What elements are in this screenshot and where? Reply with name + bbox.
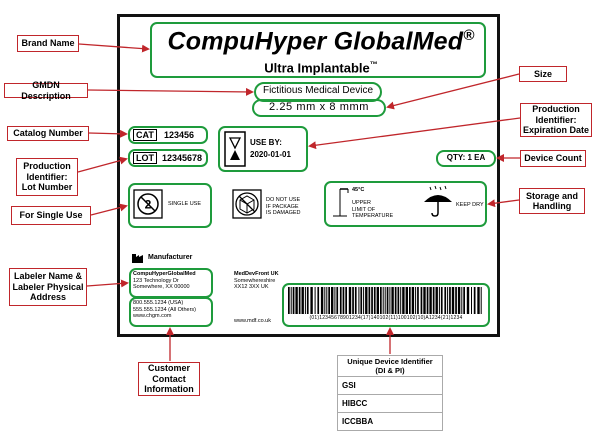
device-size: 2.25 mm x 8 mmm <box>268 101 370 113</box>
qty-highlight <box>436 150 496 167</box>
expiration-highlight <box>218 126 308 172</box>
device-quantity: QTY: 1 EA <box>446 153 486 162</box>
single-use-text: SINGLE USE <box>168 201 202 207</box>
size-highlight <box>252 99 386 117</box>
temperature-limit-icon <box>333 188 349 217</box>
damaged-package-text: DO NOT USE IF PACKAGE IS DAMAGED <box>266 197 301 217</box>
udi-title: Unique Device Identifier(DI & PI) <box>337 355 443 377</box>
udi-row-iccbba: ICCBBA <box>337 413 443 431</box>
callout-gmdn: GMDN Description <box>4 80 88 101</box>
callout-single-use: For Single Use <box>11 206 91 225</box>
labeler-address: CompuHyperGlobalMed 123 Technology Dr So… <box>133 271 196 291</box>
barcode-highlight <box>282 283 490 327</box>
umbrella-icon <box>424 185 452 217</box>
eu-representative: MedDevFront UK Somewhereshire XX12 3XX U… <box>234 271 279 291</box>
udi-row-gsi: GSI <box>337 377 443 395</box>
brand-highlight <box>150 22 486 78</box>
callout-brand-name: Brand Name <box>17 35 79 52</box>
use-by-date: 2020-01-01 <box>250 150 291 159</box>
contact-highlight <box>129 297 213 327</box>
lot-number: 12345678 <box>162 153 203 163</box>
description-highlight <box>254 82 382 102</box>
temperature-text: UPPER LIMIT OF TEMPERATURE <box>352 200 394 220</box>
manufacturer-title: Manufacturer <box>148 254 193 261</box>
single-use-highlight <box>128 183 212 228</box>
catalog-number: 123456 <box>164 130 195 140</box>
contact-info: 800.555.1234 (USA) 555.555.1234 (All Oth… <box>133 300 196 320</box>
product-name: Ultra Implantable™ <box>264 60 378 76</box>
callout-device-count: Device Count <box>520 150 586 167</box>
catalog-code: CAT <box>133 129 157 141</box>
do-not-reuse-icon: 2 <box>133 189 163 219</box>
hourglass-icon <box>224 131 246 167</box>
callout-catalog: Catalog Number <box>7 126 89 141</box>
damaged-package-icon <box>232 189 262 219</box>
lot-highlight <box>128 149 208 167</box>
use-by-label: USE BY: <box>250 138 282 147</box>
brand-name: CompuHyper GlobalMed® <box>167 27 475 56</box>
temperature-value: 45°C <box>352 187 365 193</box>
catalog-highlight <box>128 126 208 144</box>
barcode-text: (01)12345678901234(17)140102(11)100102(1… <box>309 315 463 321</box>
storage-highlight <box>324 181 487 227</box>
udi-barcode <box>288 287 482 314</box>
keep-dry-text: KEEP DRY <box>456 202 484 208</box>
factory-icon <box>132 254 143 263</box>
callout-size: Size <box>519 66 567 82</box>
lot-code: LOT <box>133 152 157 164</box>
device-description: Fictitious Medical Device <box>262 85 374 96</box>
eu-website: www.mdf.co.uk <box>234 318 271 324</box>
udi-row-hibcc: HIBCC <box>337 395 443 413</box>
